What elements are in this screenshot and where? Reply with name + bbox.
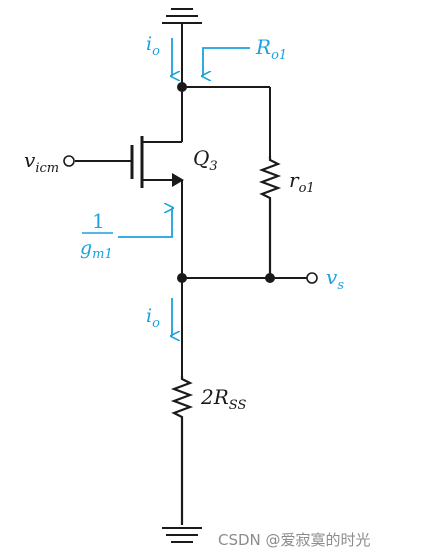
resistor-ro1 — [258, 156, 282, 278]
2rss-label: 2RSS — [200, 385, 246, 413]
ground-symbol-top — [162, 8, 202, 87]
vs-terminal — [306, 272, 318, 284]
q3-label: Q3 — [193, 146, 218, 174]
vicm-label: vicm — [24, 148, 59, 176]
drain-node-dot — [177, 82, 187, 92]
vs-label: vs — [326, 265, 344, 293]
source-node-dot — [177, 273, 187, 283]
ground-symbol-bottom — [162, 527, 202, 543]
gm-numerator: 1 — [92, 209, 105, 233]
output-node-dot — [265, 273, 275, 283]
csdn-watermark: CSDN @爱寂寞的时光 — [218, 531, 371, 549]
nmos-transistor — [75, 136, 183, 278]
gm-denominator: gm1 — [80, 237, 113, 262]
ro-output-resistance-label: Ro1 — [255, 35, 287, 63]
ro1-label: ro1 — [289, 168, 315, 196]
resistor-2rss — [170, 376, 194, 525]
io-bottom-label: io — [146, 305, 160, 331]
io-top-label: io — [146, 33, 160, 59]
output-node-wiring — [181, 277, 307, 376]
drain-node-wiring — [181, 86, 271, 156]
resistance-arrow-ro — [203, 47, 250, 76]
vicm-terminal — [63, 155, 75, 167]
source-arrowhead — [172, 173, 184, 187]
resistance-arrow-gm — [118, 208, 172, 238]
